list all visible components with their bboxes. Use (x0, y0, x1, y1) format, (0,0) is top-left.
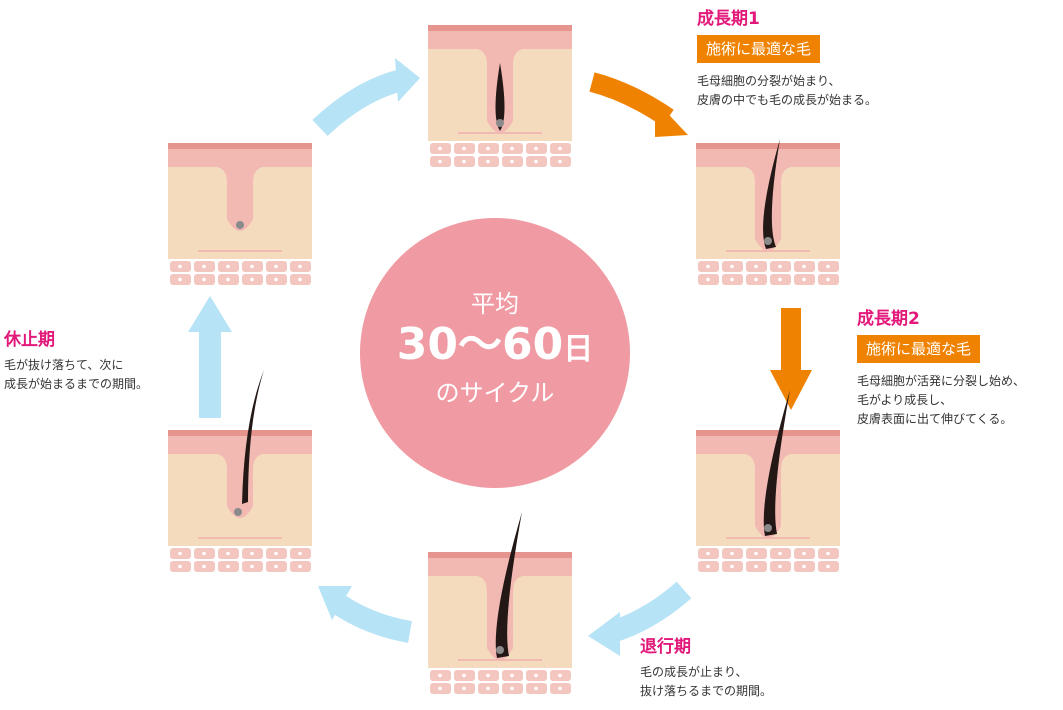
phase-growth1: 成長期1 施術に最適な毛 毛母細胞の分裂が始まり、 皮膚の中でも毛の成長が始まる… (697, 4, 877, 110)
skin-panel-right-bottom (696, 390, 840, 572)
phase-rest: 休止期 毛が抜け落ちて、次に 成長が始まるまでの期間。 (4, 325, 148, 394)
center-label-unit: 日 (563, 332, 594, 367)
arrow-top-left (312, 58, 420, 137)
phase-growth1-desc-line: 皮膚の中でも毛の成長が始まる。 (697, 93, 878, 107)
center-label-average: 平均 (471, 290, 519, 318)
center-label-number: 30〜60 (396, 319, 564, 370)
arrow-bottom-left (318, 586, 413, 643)
skin-panel-bottom (428, 512, 572, 694)
skin-panel-left-top (168, 143, 312, 285)
arrow-bottom-right (588, 581, 692, 656)
skin-panel-left-bottom (168, 370, 312, 572)
center-circle (360, 218, 630, 488)
phase-growth2-desc-line: 毛母細胞が活発に分裂し始め、 (857, 374, 1026, 388)
phase-regression: 退行期 毛の成長が止まり、 抜け落ちるまでの期間。 (640, 632, 772, 701)
phase-rest-desc-line: 毛が抜け落ちて、次に (4, 358, 124, 372)
arrow-right (770, 308, 812, 410)
phase-growth2-desc: 毛母細胞が活発に分裂し始め、 毛がより成長し、 皮膚表面に出て伸びてくる。 (857, 372, 1025, 429)
phase-growth1-desc: 毛母細胞の分裂が始まり、 皮膚の中でも毛の成長が始まる。 (697, 72, 877, 110)
phase-growth2-desc-line: 毛がより成長し、 (857, 393, 953, 407)
phase-rest-desc: 毛が抜け落ちて、次に 成長が始まるまでの期間。 (4, 356, 148, 394)
phase-regression-desc-line: 毛の成長が止まり、 (640, 665, 748, 679)
arrow-top-right (589, 72, 688, 137)
phase-growth2-badge: 施術に最適な毛 (857, 335, 981, 363)
phase-rest-title: 休止期 (4, 330, 55, 350)
phase-rest-desc-line: 成長が始まるまでの期間。 (4, 377, 149, 391)
phase-growth1-badge: 施術に最適な毛 (697, 35, 821, 63)
center-label: 平均 30〜60日 のサイクル (360, 256, 630, 408)
phase-regression-desc-line: 抜け落ちるまでの期間。 (640, 684, 773, 698)
phase-regression-title: 退行期 (640, 637, 691, 657)
phase-growth1-title: 成長期1 (697, 9, 760, 29)
center-label-cycle: のサイクル (435, 379, 555, 408)
phase-growth2: 成長期2 施術に最適な毛 毛母細胞が活発に分裂し始め、 毛がより成長し、 皮膚表… (857, 304, 1025, 429)
phase-growth2-desc-line: 皮膚表面に出て伸びてくる。 (857, 412, 1013, 426)
skin-panel-right-top (696, 139, 840, 285)
arrow-left (188, 296, 232, 418)
phase-regression-desc: 毛の成長が止まり、 抜け落ちるまでの期間。 (640, 663, 772, 701)
skin-panel-top (428, 25, 572, 167)
phase-growth2-title: 成長期2 (857, 309, 920, 329)
phase-growth1-desc-line: 毛母細胞の分裂が始まり、 (697, 74, 841, 88)
center-label-days: 30〜60日 (360, 319, 630, 370)
